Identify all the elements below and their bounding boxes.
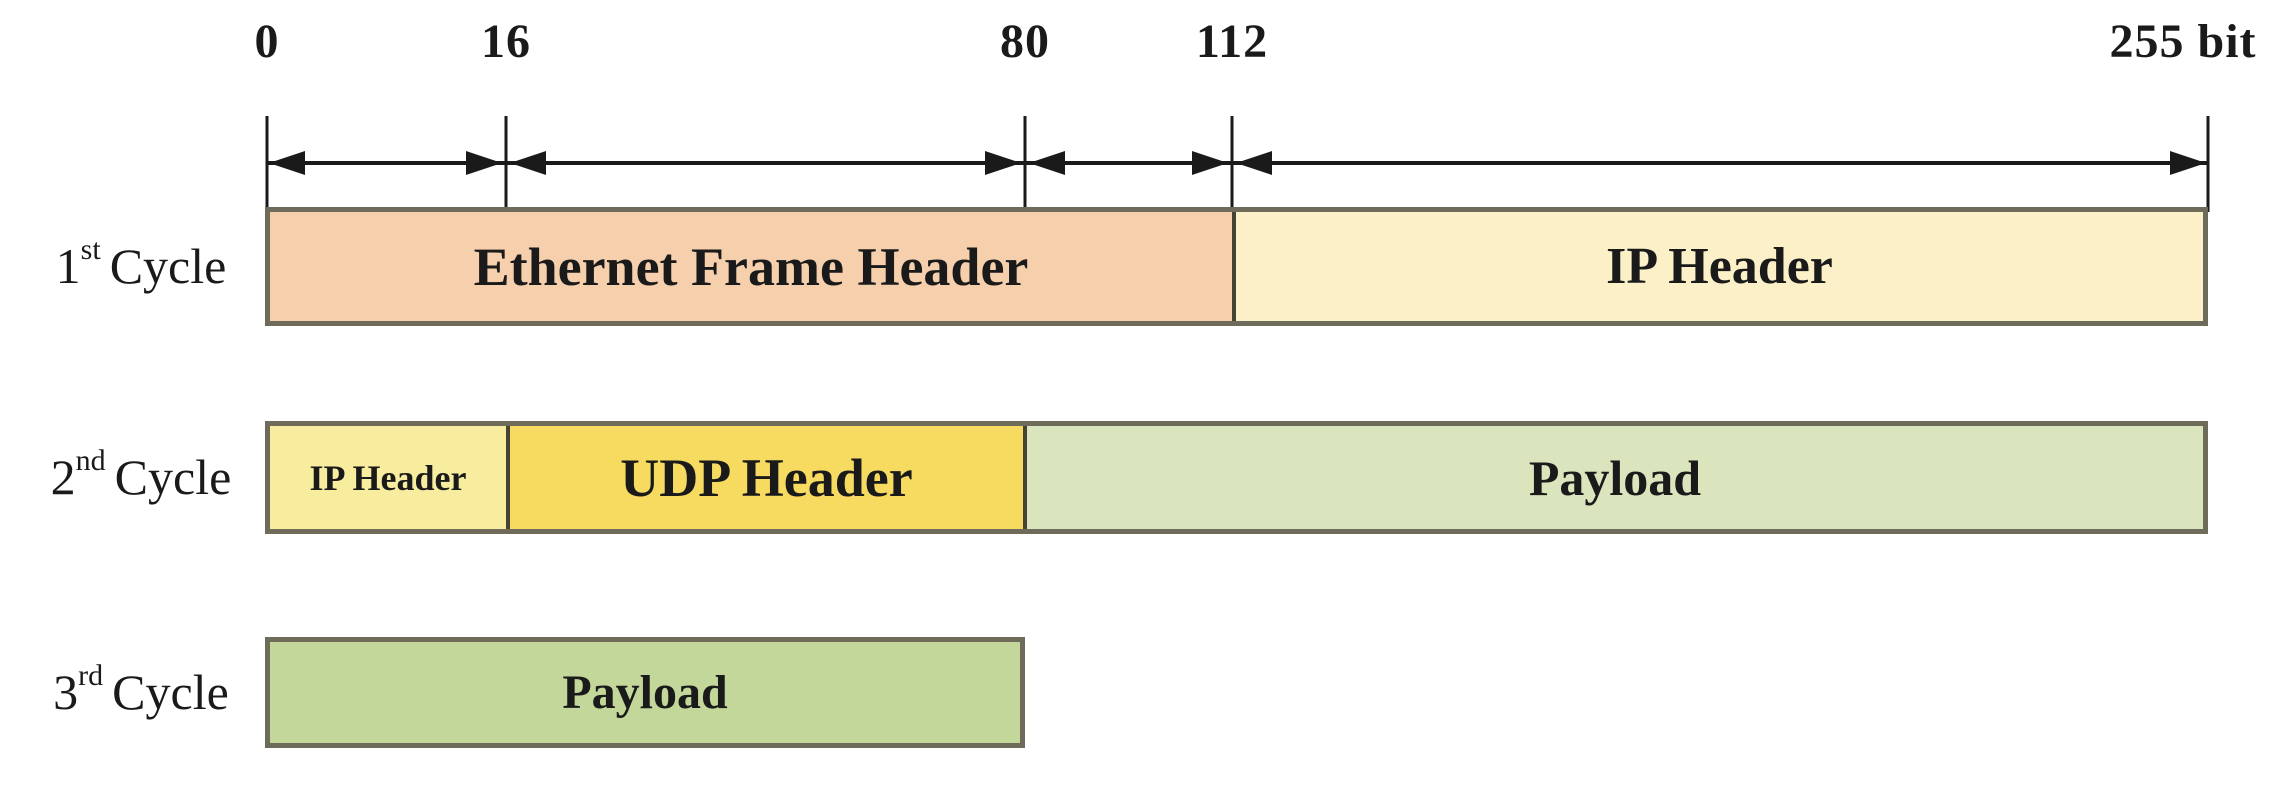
payload-block-cycle2: Payload bbox=[1023, 426, 2203, 529]
ip-header-block-cycle1: IP Header bbox=[1232, 212, 2203, 321]
cycle-2-row: IP Header UDP Header Payload bbox=[265, 421, 2208, 534]
cycle-3-row: Payload bbox=[265, 637, 1025, 748]
cycle-ordinal: nd bbox=[75, 444, 106, 477]
payload-block-cycle3: Payload bbox=[270, 642, 1020, 743]
cycle-word: Cycle bbox=[114, 449, 232, 505]
cycle-number: 1 bbox=[55, 238, 81, 294]
block-label: Payload bbox=[1528, 449, 1702, 506]
tick-label-16: 16 bbox=[481, 15, 531, 68]
block-label: IP Header bbox=[1606, 238, 1833, 295]
tick-label-0: 0 bbox=[254, 15, 280, 68]
ip-header-block-cycle2: IP Header bbox=[270, 426, 506, 529]
cycle-1-row: Ethernet Frame Header IP Header bbox=[265, 207, 2208, 326]
cycle-ordinal: rd bbox=[78, 659, 104, 692]
tick-label-112: 112 bbox=[1195, 15, 1269, 68]
block-label: IP Header bbox=[309, 457, 467, 498]
ethernet-frame-header-block: Ethernet Frame Header bbox=[270, 212, 1232, 321]
cycle-number: 3 bbox=[53, 664, 79, 720]
cycle-ordinal: st bbox=[80, 233, 101, 266]
block-label: Payload bbox=[562, 666, 728, 719]
tick-label-80: 80 bbox=[1000, 15, 1050, 68]
cycle-number: 2 bbox=[50, 449, 76, 505]
block-label: Ethernet Frame Header bbox=[473, 236, 1029, 297]
block-label: UDP Header bbox=[620, 447, 913, 508]
cycle-word: Cycle bbox=[112, 664, 229, 720]
cycle-word: Cycle bbox=[109, 238, 227, 294]
tick-label-255bit: 255 bit bbox=[2109, 15, 2257, 68]
udp-header-block: UDP Header bbox=[506, 426, 1023, 529]
